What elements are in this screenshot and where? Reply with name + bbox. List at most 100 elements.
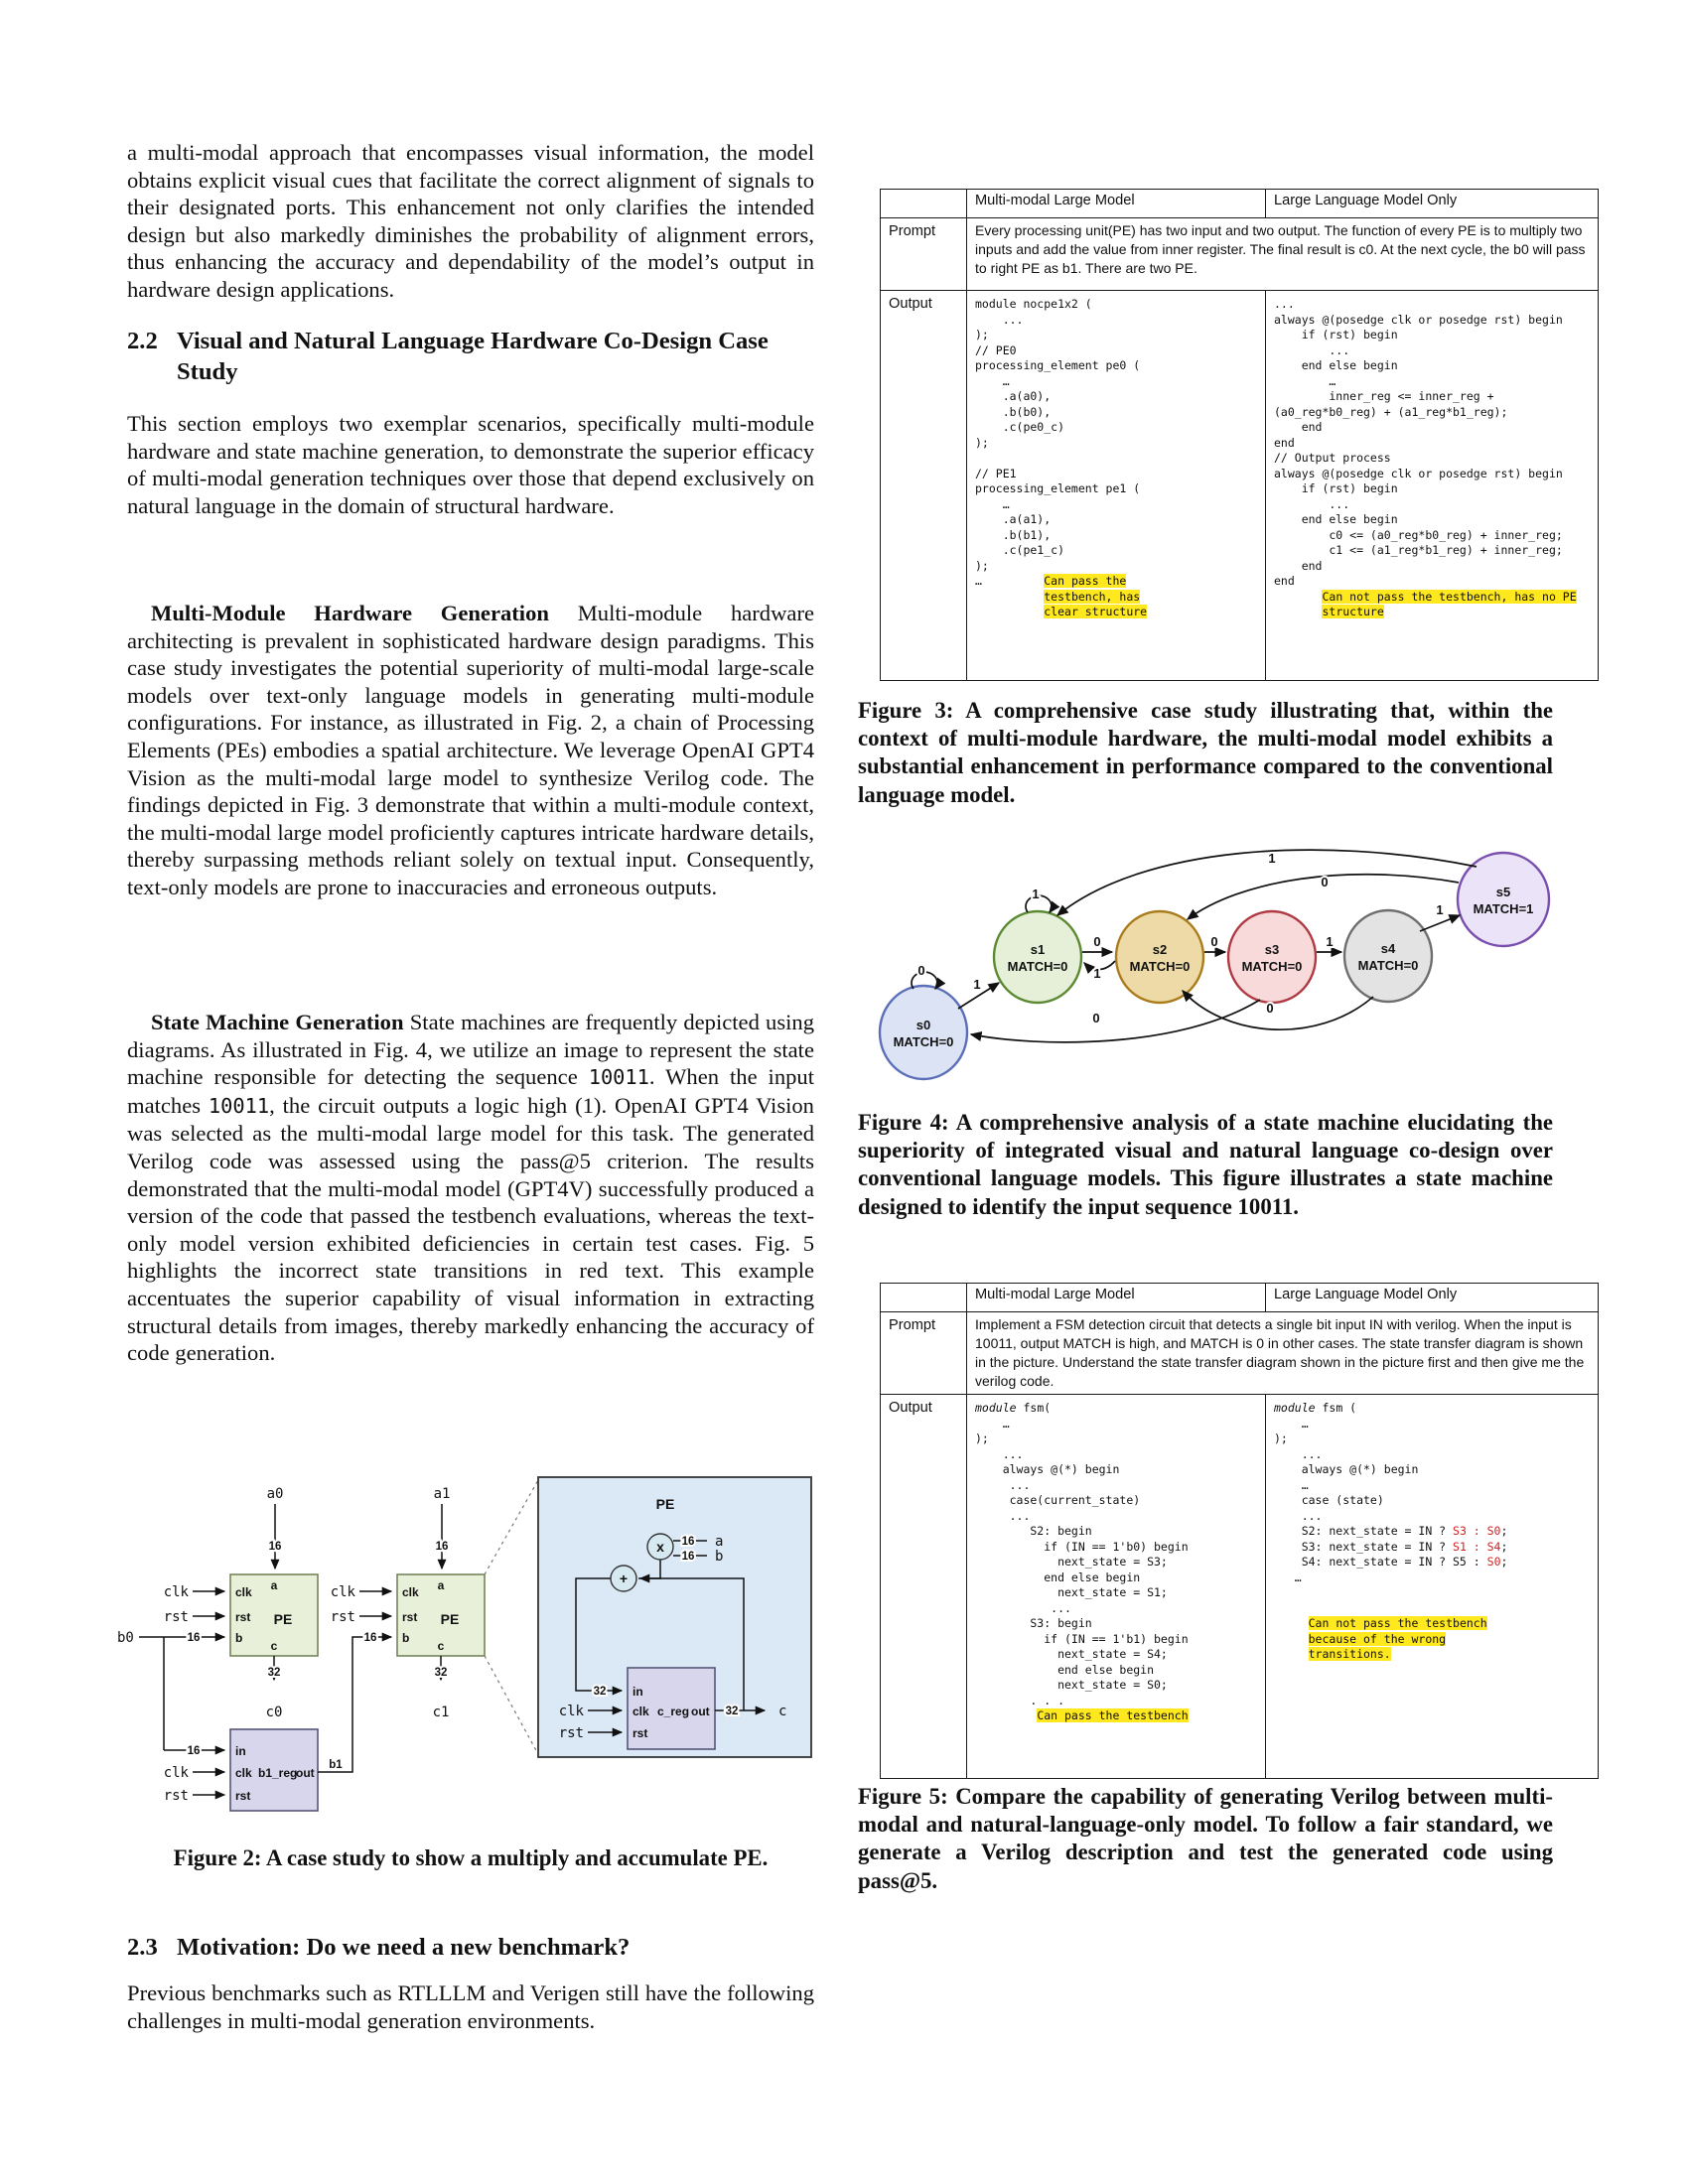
- width-32: 32: [726, 1706, 739, 1717]
- figure2-caption: Figure 2: A case study to show a multipl…: [173, 1845, 769, 1870]
- b1reg-port-out: out: [296, 1766, 315, 1780]
- fsm-state-name-s4: s4: [1381, 941, 1396, 956]
- paragraph-state-machine: State Machine Generation State machines …: [127, 1010, 814, 1366]
- label-a1: a1: [434, 1486, 451, 1502]
- code-line: );: [975, 1432, 989, 1445]
- fsm-state-name-s0: s0: [916, 1018, 930, 1032]
- code-line: c0 <= (a0_reg*b0_reg) + inner_reg;: [1274, 527, 1563, 542]
- code-line: end: [1274, 558, 1323, 573]
- code-line: Can pass the testbench: [1037, 1708, 1189, 1722]
- fsm-state-s1: [992, 909, 1083, 1005]
- label-rst: rst: [559, 1725, 584, 1741]
- section-title: Visual and Natural Language Hardware Co-…: [177, 328, 769, 385]
- empty-header-cell: [880, 189, 967, 218]
- width-16: 16: [188, 1745, 201, 1757]
- output-row: Output module fsm( …); ... always @(*) b…: [880, 1394, 1599, 1779]
- adder-circle: [610, 1565, 637, 1592]
- fsm-state-s2: [1114, 909, 1205, 1005]
- paragraph-section-overview: This section employs two exemplar scenar…: [127, 411, 814, 518]
- creg-port-in: in: [633, 1685, 643, 1699]
- fsm-state-match-s5: MATCH=1: [1474, 901, 1534, 916]
- fsm-edge-label-s4-s5: 1: [1436, 902, 1443, 917]
- code-line: );: [975, 558, 989, 573]
- column-header-llm-only: Large Language Model Only: [1265, 1283, 1599, 1312]
- code-line: .c(pe1_c): [975, 543, 1065, 557]
- fsm-edge-label-s2-s3: 0: [1210, 934, 1217, 949]
- fsm-state-match-s0: MATCH=0: [894, 1034, 954, 1049]
- code-line: end: [1274, 420, 1323, 434]
- figure5-comparison-table: Multi-modal Large Model Large Language M…: [880, 1283, 1599, 1779]
- fsm-edge-s1-s1: [1025, 894, 1060, 914]
- creg-port-out: out: [691, 1705, 710, 1718]
- fsm-edge-s2-s1: [1083, 960, 1116, 975]
- code-line: S3: begin: [975, 1616, 1092, 1630]
- fsm-edge-label-s2-s1: 1: [1093, 966, 1100, 981]
- label-rst: rst: [164, 1788, 189, 1804]
- width-32: 32: [594, 1686, 607, 1698]
- width-16: 16: [188, 1632, 201, 1644]
- code-line: always @(posedge clk or posedge rst) beg…: [1274, 312, 1563, 327]
- code-output-llm-only: ... always @(posedge clk or posedge rst) …: [1265, 290, 1599, 681]
- code-line: Can not pass the testbench: [1308, 1616, 1487, 1630]
- code-line: …: [1274, 1416, 1309, 1431]
- fsm-edge-s0-s1: [957, 982, 1001, 1010]
- code-output-llm-only: module fsm ( …); ... always @(*) begin ……: [1265, 1394, 1599, 1779]
- intro-paragraph: a multi-modal approach that encompasses …: [127, 140, 814, 302]
- code-output-multimodal: module fsm( …); ... always @(*) begin ..…: [966, 1394, 1266, 1779]
- code-line: …: [975, 1416, 1010, 1431]
- fsm-state-s4: [1342, 908, 1434, 1004]
- fsm-edge-label-s0-s1: 1: [973, 977, 980, 992]
- code-line: …: [1274, 373, 1336, 388]
- creg-port-clk: clk: [633, 1705, 649, 1718]
- wire-add-to-creg: [575, 1577, 624, 1696]
- width-32: 32: [268, 1667, 281, 1679]
- code-line: end else begin: [975, 1662, 1155, 1677]
- code-line: case (state): [1274, 1493, 1384, 1507]
- width-16: 16: [364, 1632, 377, 1644]
- fsm-edge-label-s4-s2: 0: [1266, 1001, 1273, 1016]
- pe0-box: [229, 1573, 319, 1657]
- prompt-row: Prompt Every processing unit(PE) has two…: [880, 217, 1599, 291]
- pe1-port-rst: rst: [402, 1610, 417, 1624]
- pe0-port-rst: rst: [235, 1610, 250, 1624]
- code-line: S2: next_state = IN ? S3 : S0;: [1274, 1524, 1508, 1538]
- code-line: …: [975, 496, 1010, 511]
- code-line: end else begin: [1274, 512, 1398, 526]
- fsm-edge-label-s3-s4: 1: [1326, 934, 1333, 949]
- code-line: clear structure: [1044, 605, 1148, 618]
- code-line: next_state = S0;: [975, 1678, 1168, 1692]
- code-line: );: [975, 435, 989, 450]
- row-label-prompt: Prompt: [880, 217, 967, 291]
- code-line: next_state = S3;: [975, 1555, 1168, 1569]
- column-header-llm-only: Large Language Model Only: [1265, 189, 1599, 218]
- code-line: next_state = S4;: [975, 1647, 1168, 1661]
- label-c0: c0: [266, 1705, 283, 1720]
- fsm-state-name-s3: s3: [1265, 942, 1279, 957]
- code-line: module fsm(: [975, 1401, 1052, 1415]
- code-line: (a0_reg*b0_reg) + (a1_reg*b1_reg);: [1274, 404, 1508, 419]
- code-line: .a(a0),: [975, 389, 1052, 403]
- c-reg-box: [627, 1667, 716, 1750]
- fsm-edge-s0-s0: [911, 971, 946, 991]
- fsm-edge-s4-s5: [1419, 914, 1462, 932]
- section-heading-2-2: 2.2 Visual and Natural Language Hardware…: [127, 326, 773, 387]
- multiplier-circle: [646, 1533, 674, 1561]
- fsm-state-match-s4: MATCH=0: [1358, 958, 1419, 973]
- width-32: 32: [435, 1667, 448, 1679]
- code-line: module nocpe1x2 (: [975, 297, 1092, 311]
- fsm-edge-s5-s2: [1186, 873, 1460, 920]
- code-line: if (IN == 1'b0) begin: [975, 1539, 1189, 1554]
- width-16: 16: [682, 1536, 695, 1548]
- figure3-caption: Figure 3: A comprehensive case study ill…: [858, 698, 1553, 807]
- fsm-state-match-s1: MATCH=0: [1008, 959, 1068, 974]
- code-line: case(current_state): [975, 1493, 1141, 1507]
- pe1-box: [396, 1573, 486, 1657]
- fsm-edge-s3-s0: [969, 999, 1261, 1043]
- detail-label-a: a: [715, 1534, 723, 1550]
- code-line: end: [1274, 574, 1295, 588]
- b1-reg-box: [229, 1728, 319, 1812]
- code-line: ...: [1274, 342, 1350, 357]
